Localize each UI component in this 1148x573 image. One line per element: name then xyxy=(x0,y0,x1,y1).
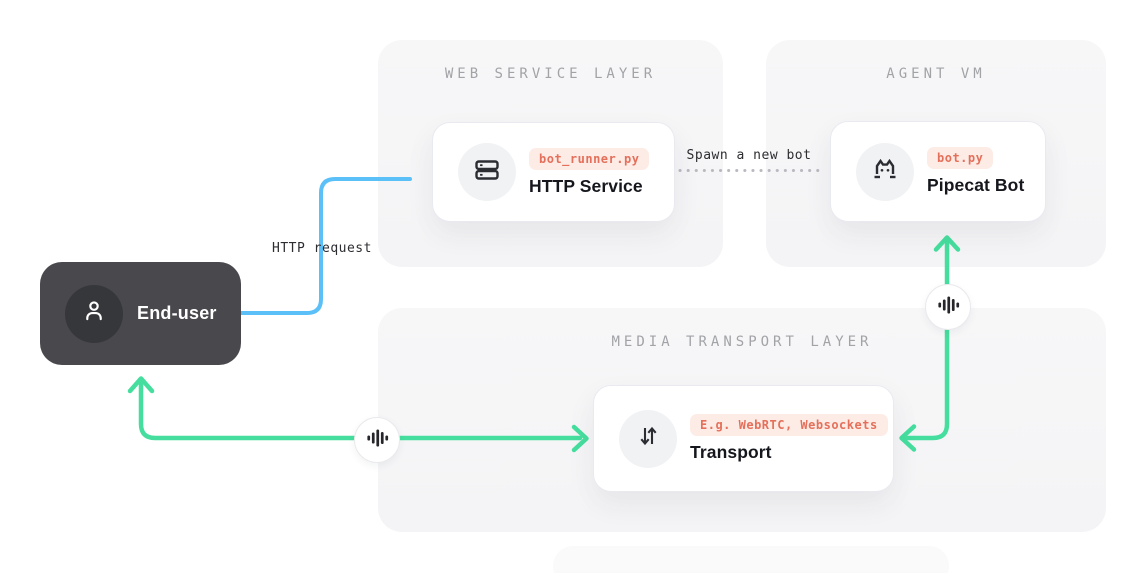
panel-title-web-service-layer: WEB SERVICE LAYER xyxy=(444,66,657,82)
end-user-icon-circle xyxy=(65,284,123,343)
waveform-icon xyxy=(936,293,960,322)
transport-badge: E.g. WebRTC, Websockets xyxy=(690,414,888,436)
pipecat-cat-icon xyxy=(870,155,900,188)
server-icon xyxy=(473,156,501,189)
node-http-service: bot_runner.py HTTP Service xyxy=(432,122,675,222)
panel-title-agent-vm: AGENT VM xyxy=(886,66,986,82)
waveform-chip-transport-bot xyxy=(925,284,971,330)
pipecat-bot-title: Pipecat Bot xyxy=(927,175,1025,195)
http-request-label: HTTP request xyxy=(272,241,372,256)
node-pipecat-bot: bot.py Pipecat Bot xyxy=(830,121,1046,222)
pipecat-bot-badge: bot.py xyxy=(927,147,994,169)
node-transport: E.g. WebRTC, Websockets Transport xyxy=(593,385,894,492)
pipecat-bot-icon-circle xyxy=(856,142,914,201)
waveform-chip-user-transport xyxy=(354,417,400,463)
spawn-bot-label: Spawn a new bot xyxy=(686,148,812,163)
panel-title-media-transport-layer: MEDIA TRANSPORT LAYER xyxy=(611,334,873,350)
transport-icon-circle xyxy=(619,409,677,468)
transport-title: Transport xyxy=(690,442,772,462)
http-service-icon-circle xyxy=(458,143,516,201)
http-service-badge: bot_runner.py xyxy=(529,147,650,170)
transfer-arrows-icon xyxy=(635,423,661,454)
node-end-user: End-user xyxy=(40,262,241,365)
arrowhead-up-end-user xyxy=(127,376,155,394)
panel-bottom-cutoff xyxy=(553,546,949,573)
waveform-icon xyxy=(365,426,389,455)
http-service-title: HTTP Service xyxy=(529,175,643,196)
user-icon xyxy=(81,298,107,329)
end-user-label: End-user xyxy=(137,303,217,323)
